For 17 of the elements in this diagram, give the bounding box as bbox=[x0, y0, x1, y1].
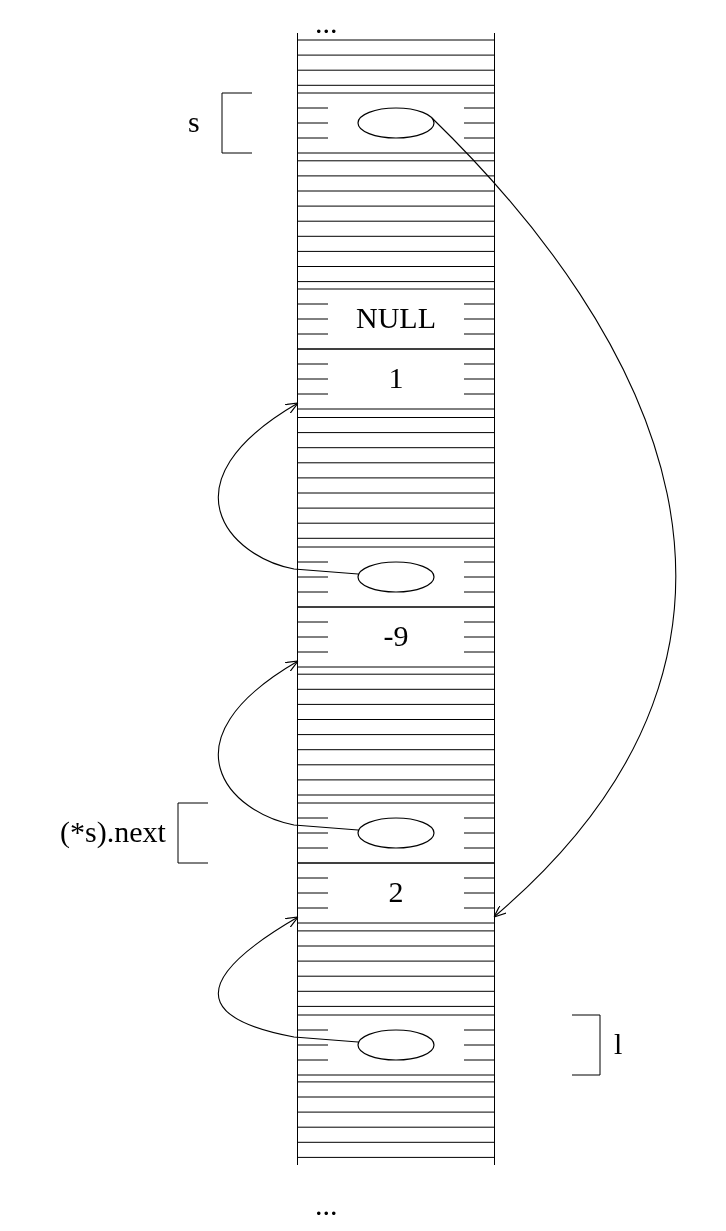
variable-label: l bbox=[614, 1029, 623, 1059]
ellipsis-label: ... bbox=[315, 1190, 338, 1220]
variable-label: s bbox=[188, 107, 200, 137]
pointer-arrow bbox=[217, 402, 359, 575]
variable-label: (*s).next bbox=[60, 817, 166, 847]
pointer-arrow bbox=[217, 660, 359, 831]
cell-value: NULL bbox=[356, 301, 436, 334]
pointer-arrow bbox=[217, 916, 359, 1043]
pointer-ellipse bbox=[357, 817, 435, 849]
pointer-ellipse bbox=[357, 107, 435, 139]
cell-value: 2 bbox=[388, 875, 404, 908]
cell-value: 1 bbox=[388, 361, 404, 394]
pointer-arrow bbox=[431, 117, 677, 918]
pointer-ellipse bbox=[357, 561, 435, 593]
cell-value: -9 bbox=[383, 619, 409, 652]
pointer-ellipse bbox=[357, 1029, 435, 1061]
ellipsis-label: ... bbox=[315, 8, 338, 38]
